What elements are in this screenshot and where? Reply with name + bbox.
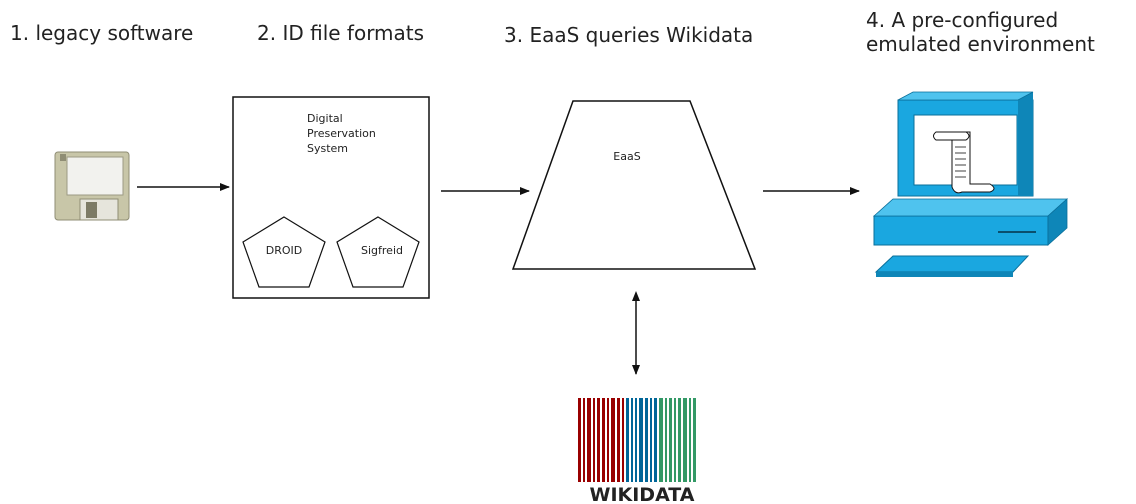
dps-label-line1: Digital [307,112,343,125]
wikidata-bar [607,398,609,482]
dps-label-line2: Preservation [307,127,376,140]
wikidata-bar [635,398,637,482]
step-4-title-line2: emulated environment [866,32,1095,56]
sigfreid-label: Sigfreid [361,244,403,257]
wikidata-bar [654,398,657,482]
wikidata-bar [669,398,672,482]
wikidata-bar [626,398,629,482]
wikidata-bar [617,398,620,482]
scroll-document-icon [933,131,995,194]
wikidata-bar [665,398,667,482]
eaas-trapezoid: EaaS [511,100,757,270]
step-2-title: 2. ID file formats [257,21,425,45]
floppy-disk-icon [54,151,130,221]
dps-label-line3: System [307,142,348,155]
wikidata-bar [645,398,648,482]
wikidata-bar [583,398,585,482]
wikidata-bar [578,398,581,482]
wikidata-bar [689,398,691,482]
step-4-title-line1: 4. A pre-configured [866,8,1059,32]
wikidata-bar [631,398,633,482]
wikidata-bar [678,398,681,482]
wikidata-bar [693,398,696,482]
wikidata-bar [593,398,595,482]
wikidata-bar [587,398,591,482]
sigfreid-pentagon: Sigfreid [336,216,420,288]
wikidata-barcode-logo [578,398,696,482]
wikidata-bar [611,398,615,482]
wikidata-wordmark: WIKIDATA [589,484,694,504]
droid-pentagon: DROID [242,216,326,288]
wikidata-bar [650,398,652,482]
step-1-title: 1. legacy software [10,21,194,45]
droid-label: DROID [266,244,303,257]
eaas-label: EaaS [613,150,640,163]
wikidata-bar [659,398,663,482]
step-3-title: 3. EaaS queries Wikidata [504,23,754,47]
wikidata-bar [639,398,643,482]
wikidata-bar [683,398,687,482]
wikidata-bar [597,398,600,482]
wikidata-bar [674,398,676,482]
wikidata-bar [622,398,624,482]
wikidata-bar [602,398,605,482]
